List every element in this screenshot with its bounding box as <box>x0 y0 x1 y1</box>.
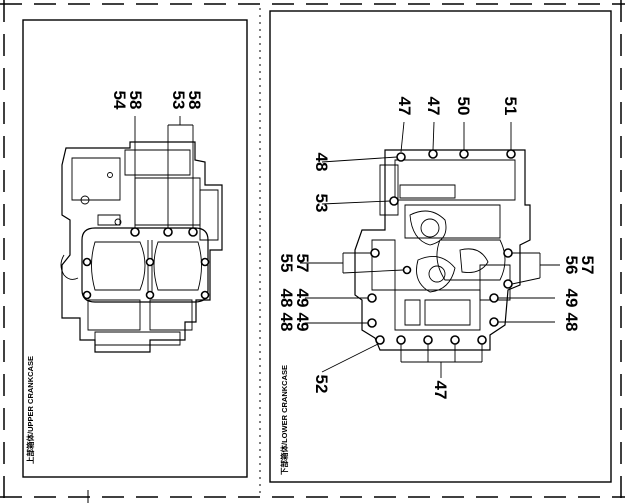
lower-label-left-49: 49 <box>293 289 312 308</box>
upper-label-53: 53 <box>169 91 188 110</box>
lower-label-right-57: 57 <box>578 256 597 275</box>
upper-crankcase-drawing <box>60 141 223 353</box>
lower-label-top-47b: 47 <box>424 97 443 116</box>
lower-label-left-52: 52 <box>312 375 331 394</box>
upper-label-58b: 58 <box>185 91 204 110</box>
lower-crankcase-drawing <box>354 149 531 351</box>
lower-label-right-56: 56 <box>562 256 581 275</box>
lower-crankcase-panel: 47 47 50 51 48 53 55 57 48 49 48 49 52 5… <box>269 10 612 483</box>
lower-label-left-53: 53 <box>312 194 331 213</box>
lower-label-left-48: 48 <box>312 153 331 172</box>
lower-leader-lines <box>300 121 560 378</box>
lower-crankcase-caption: 下部箱体/LOWER CRANKCASE <box>279 365 289 475</box>
lower-label-left-49b: 49 <box>293 313 312 332</box>
upper-label-58a: 58 <box>126 91 145 110</box>
upper-label-54: 54 <box>110 91 129 110</box>
lower-label-left-57: 57 <box>293 254 312 273</box>
upper-crankcase-panel: 54 58 53 58 上部箱体/UPPER CRANKCASE <box>22 19 248 478</box>
lower-label-right-48: 48 <box>562 313 581 332</box>
lower-label-left-55: 55 <box>277 254 296 273</box>
lower-label-left-48c: 48 <box>277 313 296 332</box>
lower-label-top-51: 51 <box>501 97 520 116</box>
upper-crankcase-caption: 上部箱体/UPPER CRANKCASE <box>25 356 35 464</box>
lower-label-top-50: 50 <box>454 97 473 116</box>
lower-label-bottom-47: 47 <box>431 381 450 400</box>
upper-leader-lines <box>134 116 194 228</box>
lower-label-right-49: 49 <box>562 289 581 308</box>
lower-label-left-48b: 48 <box>277 289 296 308</box>
lower-label-top-47a: 47 <box>395 97 414 116</box>
